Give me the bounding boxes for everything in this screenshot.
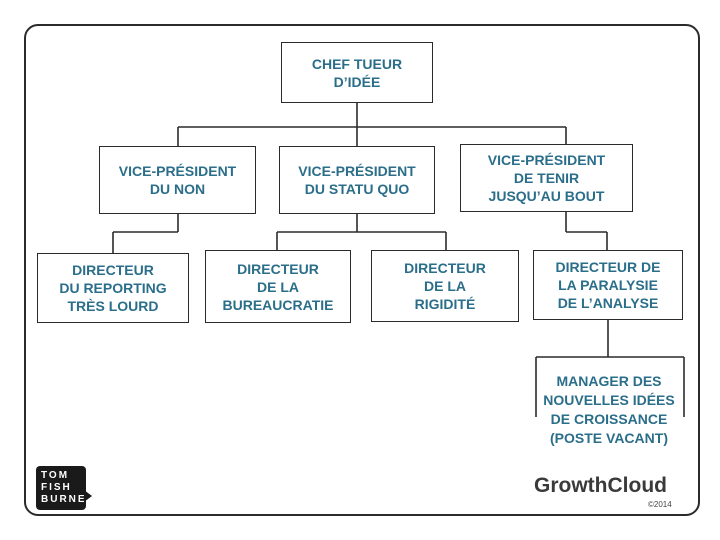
box-vp-tenir-line-2: DE TENIR [513,170,580,186]
box-vp-statu-quo-line-2: DU STATU QUO [304,181,410,197]
box-chef-tueur-line-1: CHEF TUEUR [311,55,403,72]
box-vp-statu-quo-line-1: VICE-PRÉSIDENT [298,163,416,179]
box-chef-tueur: CHEF TUEUR D’IDÉE [281,42,433,103]
box-dir-bureaucratie-line-1: DIRECTEUR [237,260,319,277]
box-vp-non: VICE-PRÉSIDENT DU NON [99,146,256,214]
box-vp-statu-quo: VICE-PRÉSIDENT DU STATU QUO [279,146,435,214]
logo-speech-tail [84,490,92,502]
box-dir-rigidite-line-1: DIRECTEUR [404,260,486,276]
box-dir-paralysie-line-3: DE L’ANALYSE [557,295,659,311]
box-manager-vacant-line-3: DE CROISSANCE [550,411,668,427]
logo-line-3: BURNE [41,494,87,505]
box-dir-reporting-line-3: TRÈS LOURD [67,298,159,314]
box-dir-paralysie-line-2: LA PARALYSIE [558,277,658,293]
cartoon-frame [24,24,700,516]
box-vp-tenir: VICE-PRÉSIDENT DE TENIR JUSQU’AU BOUT [460,144,633,212]
box-dir-paralysie: DIRECTEUR DE LA PARALYSIE DE L’ANALYSE [533,250,683,320]
box-dir-paralysie-line-1: DIRECTEUR DE [555,259,661,275]
box-manager-vacant: MANAGER DES NOUVELLES IDÉES DE CROISSANC… [531,372,687,448]
logo-line-1: TOM [41,470,70,481]
box-vp-tenir-line-3: JUSQU’AU BOUT [488,188,605,204]
box-vp-non-line-1: VICE-PRÉSIDENT [118,163,237,179]
box-dir-bureaucratie-line-3: BUREAUCRATIE [222,296,334,313]
box-dir-rigidite: DIRECTEUR DE LA RIGIDITÉ [371,250,519,322]
box-manager-vacant-line-4: (POSTE VACANT) [550,430,668,446]
logo-line-2: FISH [41,482,72,493]
box-chef-tueur-line-2: D’IDÉE [333,73,381,90]
box-dir-reporting-line-2: DU REPORTING [59,280,167,296]
box-dir-bureaucratie-line-2: DE LA [257,278,299,295]
box-manager-vacant-line-2: NOUVELLES IDÉES [543,392,675,408]
growthcloud-brand: GrowthCloud [534,474,667,497]
box-vp-non-line-2: DU NON [149,181,206,197]
box-vp-tenir-line-1: VICE-PRÉSIDENT [487,152,606,168]
tom-fishburne-logo: TOM FISH BURNE [36,466,86,510]
box-dir-rigidite-line-3: RIGIDITÉ [414,296,476,312]
copyright-notice: ©2014 [648,500,672,509]
box-dir-reporting: DIRECTEUR DU REPORTING TRÈS LOURD [37,253,189,323]
box-dir-rigidite-line-2: DE LA [424,278,466,294]
box-dir-reporting-line-1: DIRECTEUR [72,262,154,278]
box-dir-bureaucratie: DIRECTEUR DE LA BUREAUCRATIE [205,250,351,323]
box-manager-vacant-line-1: MANAGER DES [556,373,662,389]
